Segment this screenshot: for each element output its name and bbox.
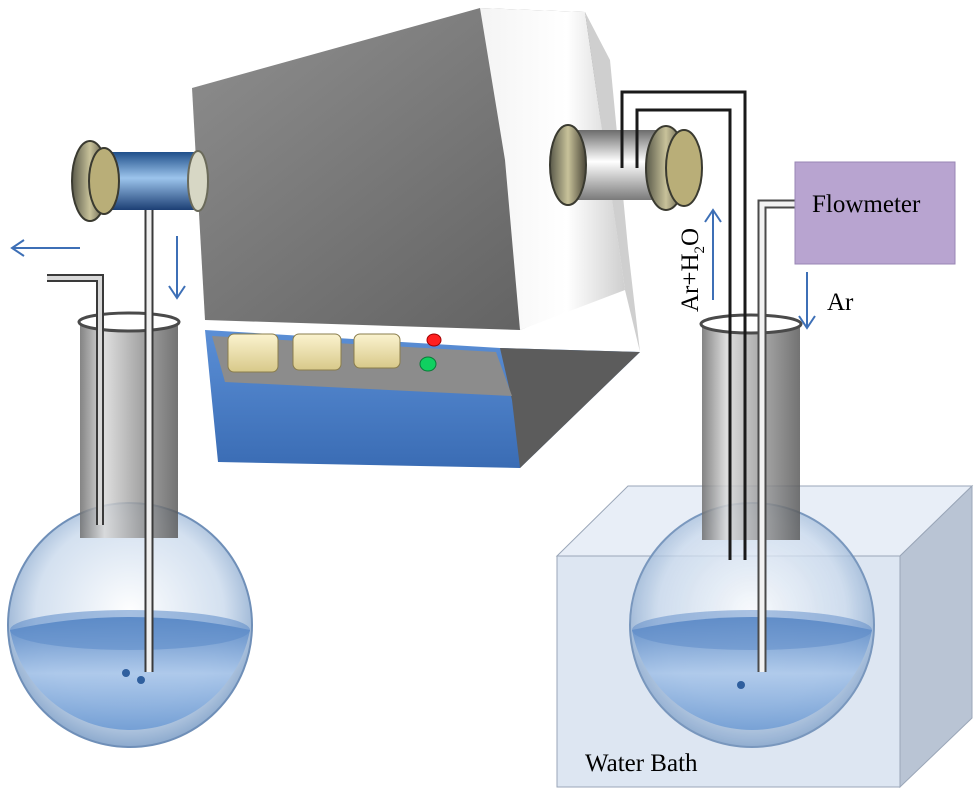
outlet-tube-outer: [620, 90, 747, 560]
flow-arrow-down-ar-icon: [798, 272, 816, 330]
left-flask-neck: [80, 320, 178, 538]
left-tube-end: [71, 140, 209, 222]
flow-arrow-left-icon: [10, 239, 80, 257]
panel-button-3[interactable]: [353, 333, 401, 369]
flowmeter-box: [794, 161, 956, 265]
water-bath-label: Water Bath: [585, 750, 698, 777]
right-flange-back: [549, 124, 587, 206]
right-liquid-surface: [632, 610, 872, 650]
outlet-tube-inner: [635, 108, 732, 560]
tube-furnace: [192, 8, 640, 468]
panel-button-2[interactable]: [292, 333, 342, 371]
panel-button-1[interactable]: [227, 333, 279, 373]
flowmeter-label: Flowmeter: [812, 191, 921, 218]
control-panel-dark-side: [500, 348, 640, 468]
left-bubble-2: [137, 676, 145, 684]
right-flange-inner: [665, 129, 703, 207]
green-indicator: [419, 356, 437, 372]
left-bubble-1: [122, 669, 130, 677]
right-bubble: [737, 681, 745, 689]
flow-arrow-down-icon: [168, 236, 186, 300]
ar-h2o-label: Ar+H2O: [677, 228, 708, 312]
left-liquid-surface: [10, 610, 250, 650]
left-tube-inner-ring: [187, 150, 209, 212]
right-tube-end: [549, 124, 703, 211]
left-neck-rim: [77, 311, 181, 333]
left-flange-inner: [88, 147, 120, 215]
flow-arrow-up-icon: [704, 208, 722, 300]
red-indicator: [426, 333, 442, 347]
right-neck-rim: [699, 313, 803, 335]
ar-label: Ar: [827, 289, 854, 316]
right-bubbler-flask: [629, 313, 875, 748]
right-flask-neck: [702, 322, 800, 540]
